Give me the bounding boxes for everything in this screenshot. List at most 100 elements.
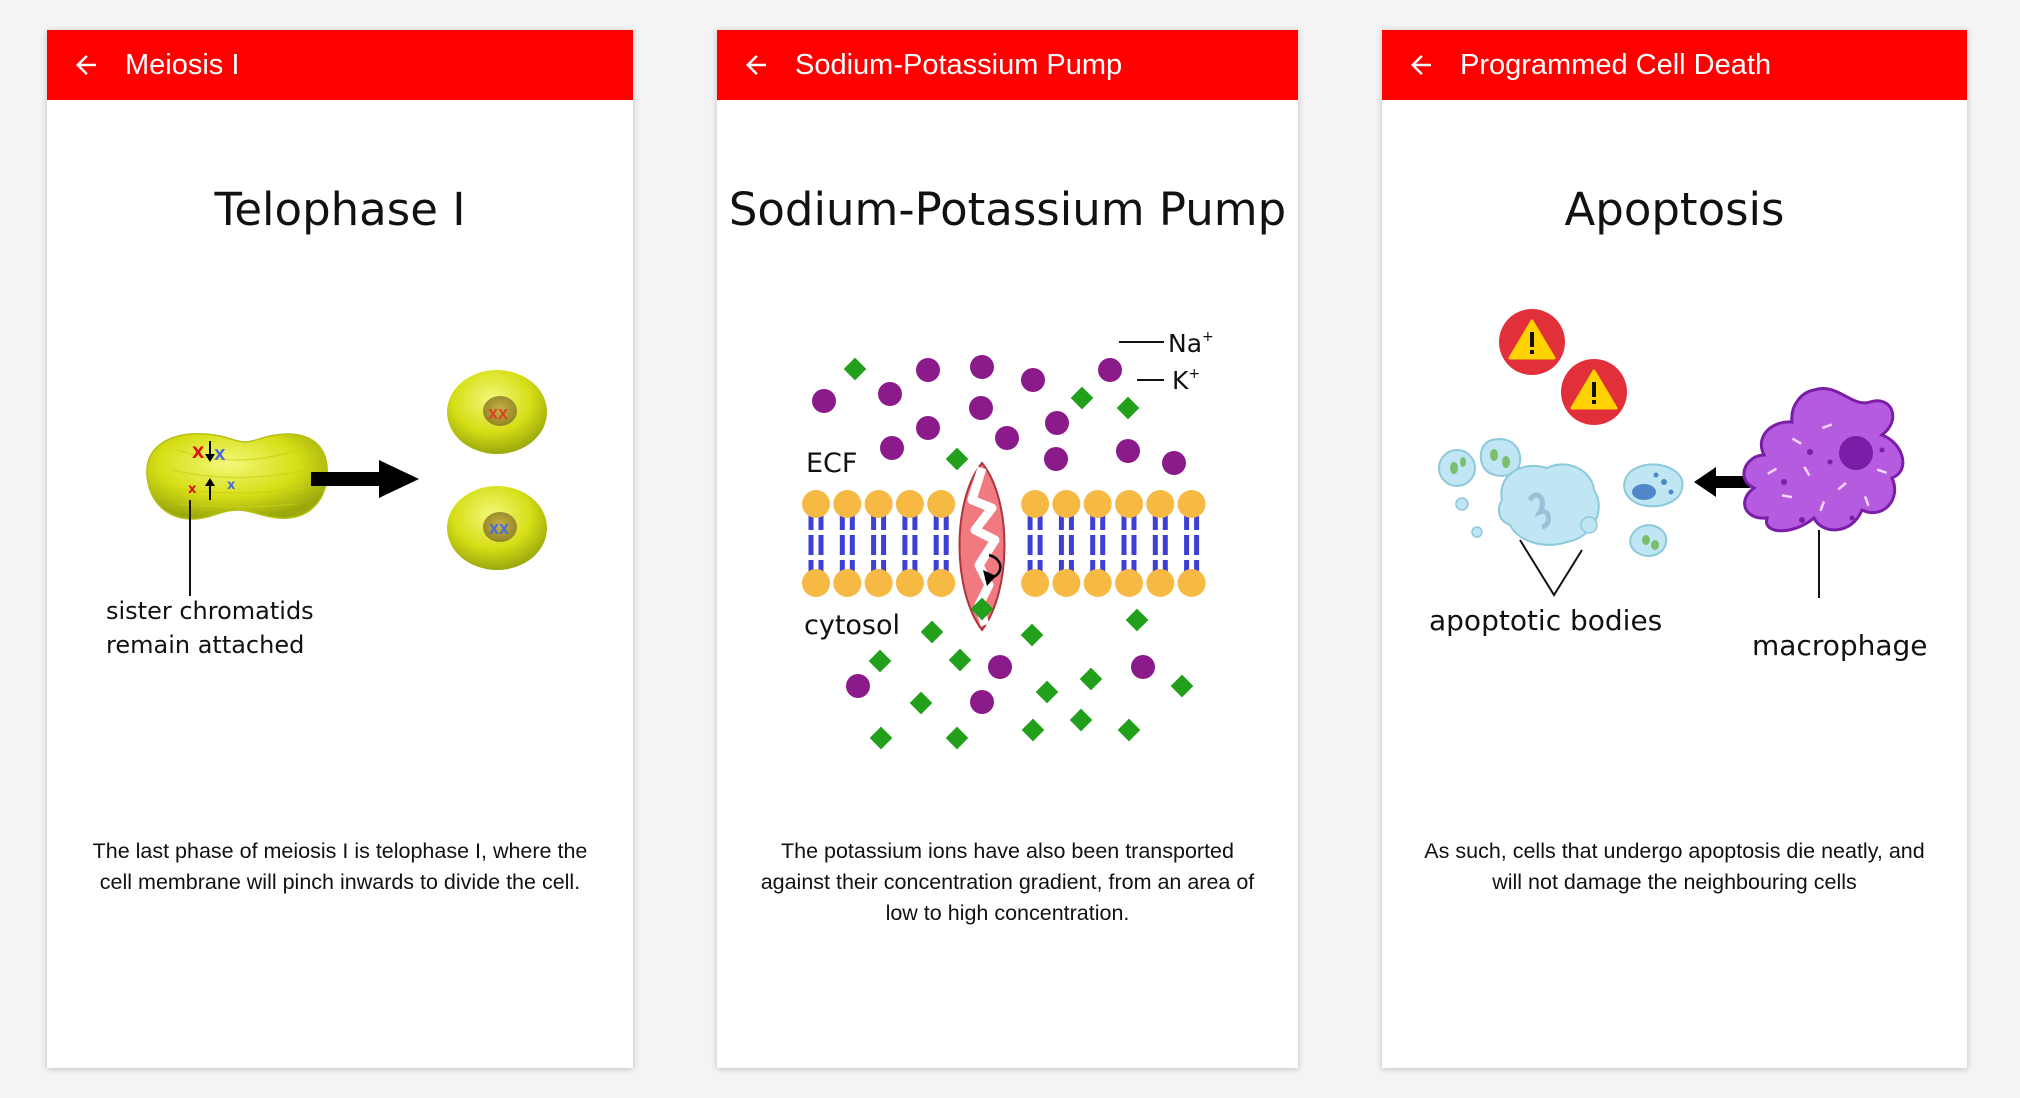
lipid-tail xyxy=(818,510,824,530)
app-bar-title: Programmed Cell Death xyxy=(1460,48,1772,81)
potassium-ion xyxy=(1035,680,1059,704)
chromatids-label-line2: remain attached xyxy=(106,631,304,659)
sodium-ion xyxy=(988,655,1012,679)
ecf-label: ECF xyxy=(806,448,857,479)
lipid-tail xyxy=(1027,510,1033,530)
lipid-head xyxy=(1115,490,1143,518)
telophase-illustration: X X x x sister chromatids remain attache… xyxy=(106,370,547,659)
lipid-head xyxy=(927,569,956,597)
lipid-tail xyxy=(1037,510,1043,530)
potassium-ion xyxy=(1020,623,1044,647)
slide-caption: As such, cells that undergo apoptosis di… xyxy=(1424,839,1925,894)
lipid-head xyxy=(1052,569,1081,597)
back-button[interactable] xyxy=(57,30,115,100)
lipid-tail xyxy=(1184,535,1190,555)
screen-apoptosis: Programmed Cell Death Apoptosis xyxy=(1382,30,1967,1068)
lipid-tail xyxy=(1121,510,1127,530)
lipid-head xyxy=(1083,490,1112,518)
sodium-ion xyxy=(1044,447,1068,471)
slide-caption: The last phase of meiosis I is telophase… xyxy=(92,839,588,894)
app-bar-title: Sodium-Potassium Pump xyxy=(795,48,1123,81)
sodium-ion xyxy=(1045,411,1069,435)
lipid-head xyxy=(1146,490,1175,518)
lipid-head xyxy=(1021,569,1050,597)
potassium-ion xyxy=(1116,396,1140,420)
lipid-head xyxy=(1177,569,1206,597)
warning-icon xyxy=(1561,359,1627,425)
lipid-tail xyxy=(1068,535,1074,555)
back-button[interactable] xyxy=(1392,30,1450,100)
lipid-tail xyxy=(1131,510,1137,530)
sodium-ion xyxy=(1098,358,1122,382)
app-bar-title: Meiosis I xyxy=(125,48,240,81)
chromatids-label-line1: sister chromatids xyxy=(106,597,314,625)
back-arrow-icon xyxy=(746,55,766,75)
lipid-tail xyxy=(1131,535,1137,555)
sodium-ion xyxy=(1021,368,1045,392)
back-arrow-icon xyxy=(1411,55,1431,75)
lipid-tail xyxy=(902,510,908,530)
slide-title: Sodium-Potassium Pump xyxy=(728,183,1287,236)
lipid-tail xyxy=(912,510,918,530)
lipid-tail xyxy=(839,535,845,555)
macrophage xyxy=(1742,387,1905,533)
lipid-tail xyxy=(808,510,814,530)
lipid-head xyxy=(1021,490,1050,518)
lipid-head xyxy=(1177,490,1206,518)
warning-icon xyxy=(1499,309,1565,375)
lipid-tail xyxy=(1100,535,1106,555)
lipid-head xyxy=(1146,569,1175,597)
lipid-tail xyxy=(1037,535,1043,555)
lipid-tail xyxy=(849,510,855,530)
sodium-ion xyxy=(995,426,1019,450)
lipid-tail xyxy=(1068,510,1074,530)
lipid-tail xyxy=(1090,510,1096,530)
back-button[interactable] xyxy=(727,30,785,100)
back-arrow-icon xyxy=(76,55,96,75)
sodium-ion xyxy=(970,690,994,714)
sodium-ion xyxy=(970,355,994,379)
lipid-tail xyxy=(933,510,939,530)
apoptotic-bodies-label: apoptotic bodies xyxy=(1429,604,1662,637)
lipid-tail xyxy=(1194,535,1200,555)
sodium-ion xyxy=(969,396,993,420)
lipid-tail xyxy=(943,535,949,555)
lipid-head xyxy=(927,490,956,518)
slide-caption: The potassium ions have also been transp… xyxy=(760,839,1255,925)
lipid-tail xyxy=(1194,510,1200,530)
macrophage-label: macrophage xyxy=(1752,629,1928,662)
lipid-tail xyxy=(1184,510,1190,530)
lipid-head xyxy=(895,569,924,597)
screen-sodium-potassium-pump: Sodium-Potassium Pump Sodium-Potassium P… xyxy=(717,30,1298,1068)
lipid-tail xyxy=(1162,535,1168,555)
sodium-ion xyxy=(1162,451,1186,475)
lipid-head xyxy=(864,490,893,518)
svg-text:x: x xyxy=(188,482,197,497)
potassium-ion xyxy=(970,597,994,621)
sodium-ion xyxy=(846,674,870,698)
sodium-ion xyxy=(880,436,904,460)
slide-title: Apoptosis xyxy=(1564,183,1785,236)
lipid-tail xyxy=(818,535,824,555)
lipid-tail xyxy=(1058,535,1064,555)
lipid-tail xyxy=(943,510,949,530)
dividing-cell: X X x x xyxy=(146,433,328,520)
lipid-tail xyxy=(912,535,918,555)
apoptotic-bodies xyxy=(1438,438,1684,557)
lipid-tail xyxy=(881,510,887,530)
lipid-tail xyxy=(1152,535,1158,555)
lipid-tail xyxy=(1058,510,1064,530)
daughter-cell-top: XX xyxy=(447,370,547,454)
daughter-cell-bottom: XX xyxy=(447,486,547,570)
pump-illustration: Na+ K+ ECF cytosol xyxy=(802,329,1214,750)
lipid-head xyxy=(802,490,830,518)
lipid-tail xyxy=(1121,535,1127,555)
potassium-ion xyxy=(948,648,972,672)
lipid-tail xyxy=(933,535,939,555)
lipid-head xyxy=(1115,569,1143,597)
sodium-ion xyxy=(1116,439,1140,463)
cell-membrane xyxy=(802,490,1206,597)
sodium-ion xyxy=(812,389,836,413)
lipid-head xyxy=(833,569,862,597)
svg-text:X: X xyxy=(192,443,205,462)
